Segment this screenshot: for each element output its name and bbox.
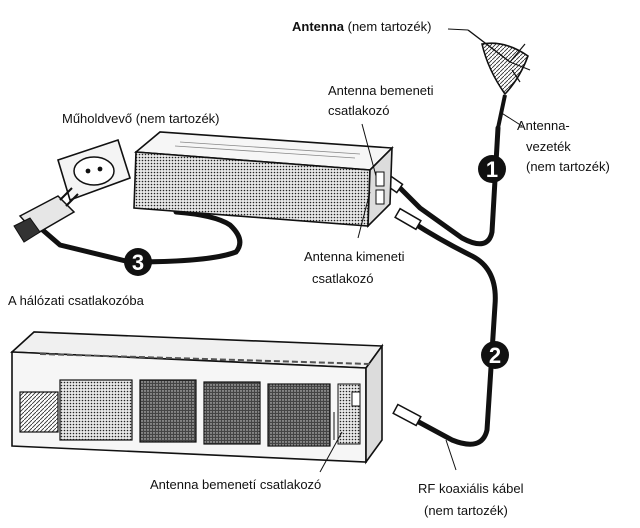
label-antenna-input-2: csatlakozó — [328, 103, 390, 118]
label-rf-cable-1: RF koaxiális kábel — [418, 481, 524, 496]
step-number: 3 — [132, 250, 144, 275]
power-cord — [35, 209, 243, 265]
step-badge-2: 2 — [481, 341, 509, 369]
label-antenna-cable-2: vezeték — [526, 139, 571, 154]
step-badge-1: 1 — [478, 155, 506, 183]
label-antenna-cable-1: Antenna- — [517, 118, 570, 133]
label-antenna-input-1: Antenna bemeneti — [328, 83, 434, 98]
satellite-receiver — [133, 131, 394, 229]
label-rf-cable-2: (nem tartozék) — [424, 503, 508, 518]
vcr-unit — [10, 331, 384, 465]
label-mains: A hálózati csatlakozóba — [8, 293, 144, 308]
power-plug-icon — [13, 187, 79, 243]
label-satellite-receiver: Műholdvevő (nem tartozék) — [62, 111, 220, 126]
label-antenna-note: (nem tartozék) — [347, 19, 432, 34]
antenna-cable — [374, 125, 501, 247]
antenna-dish-icon — [467, 29, 531, 129]
label-antenna: Antenna (nem tartozék) — [292, 18, 431, 35]
step-number: 1 — [486, 157, 498, 182]
label-antenna-main: Antenna — [292, 19, 344, 34]
label-antenna-output-2: csatlakozó — [312, 271, 374, 286]
label-vcr-antenna-input: Antenna bemenetí csatlakozó — [150, 477, 322, 492]
label-antenna-cable-3: (nem tartozék) — [526, 159, 610, 174]
wall-socket-icon — [57, 138, 131, 202]
rf-coax-cable — [392, 207, 498, 447]
step-number: 2 — [489, 343, 501, 368]
label-antenna-output-1: Antenna kimeneti — [304, 249, 405, 264]
step-badge-3: 3 — [124, 248, 152, 276]
leader-lines — [319, 28, 523, 473]
